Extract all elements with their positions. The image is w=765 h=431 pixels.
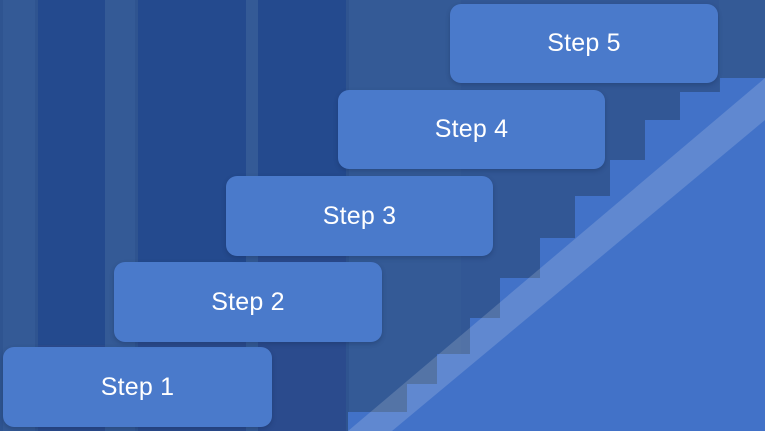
background-band-4	[38, 0, 105, 345]
step-card-4[interactable]: Step 4	[338, 90, 605, 169]
step-card-2[interactable]: Step 2	[114, 262, 382, 342]
step-label-1: Step 1	[100, 372, 175, 401]
step-label-4: Step 4	[434, 115, 509, 143]
background-band-3	[35, 0, 38, 431]
step-card-3[interactable]: Step 3	[226, 176, 493, 256]
background-band-9	[258, 0, 346, 176]
step-card-5[interactable]: Step 5	[450, 4, 718, 83]
step-label-2: Step 2	[211, 287, 285, 316]
staircase-highlight-shape	[348, 78, 765, 431]
background-band-6	[135, 0, 138, 431]
background-band-1	[0, 0, 3, 431]
step-label-3: Step 3	[322, 201, 397, 230]
step-card-1[interactable]: Step 1	[3, 347, 272, 427]
staircase-shape	[348, 78, 765, 431]
step-label-5: Step 5	[547, 29, 621, 57]
